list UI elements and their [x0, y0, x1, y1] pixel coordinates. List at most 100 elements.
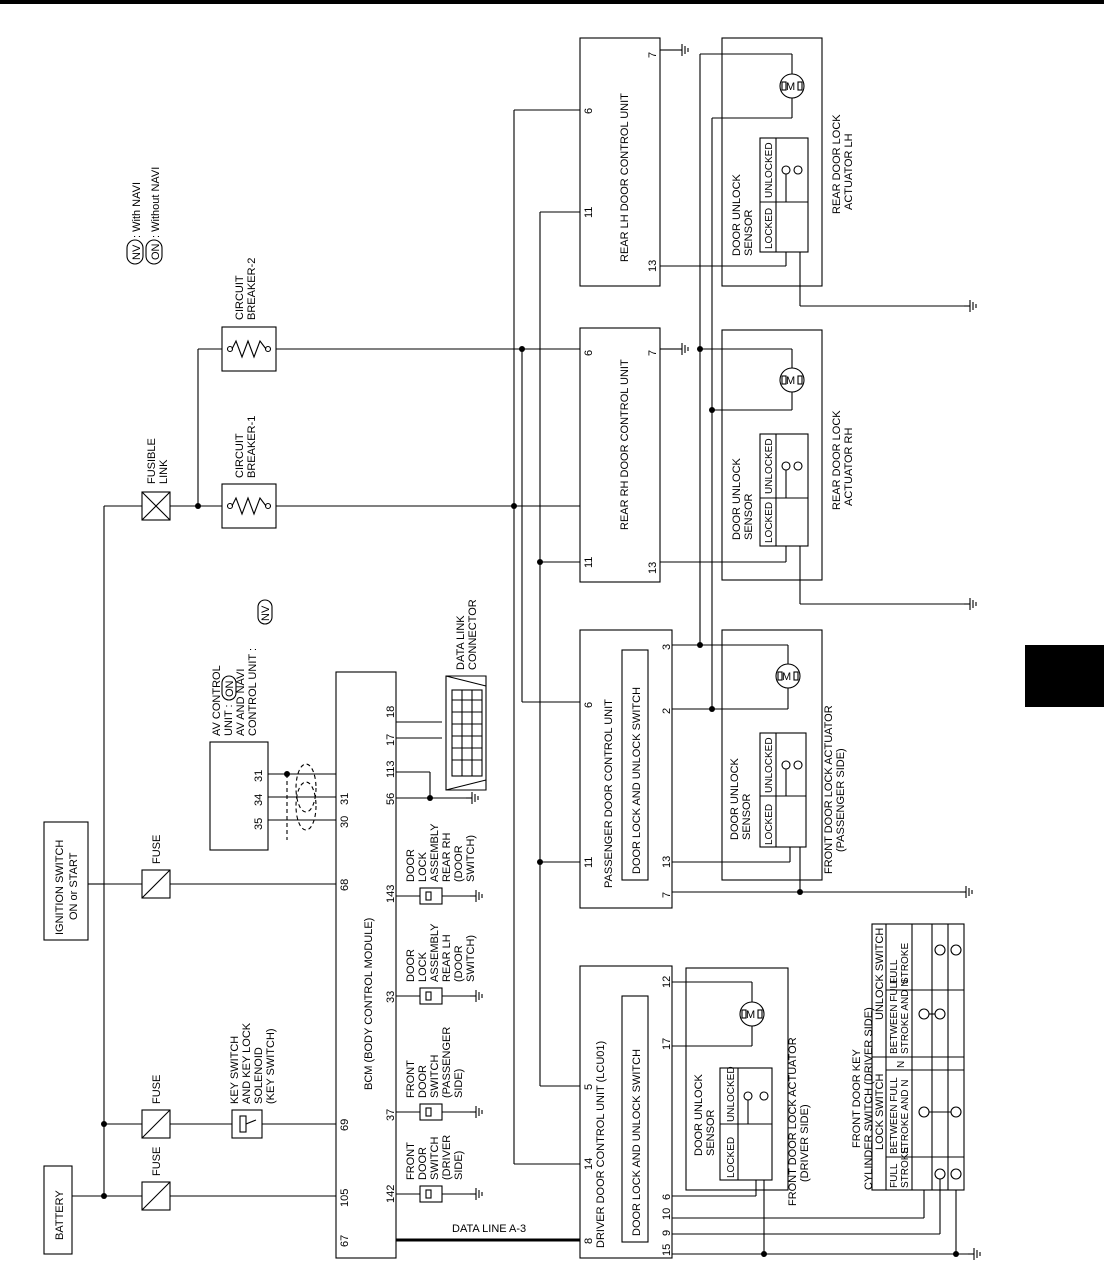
svg-text:11: 11	[583, 557, 595, 568]
svg-text:ACTUATOR RH: ACTUATOR RH	[843, 428, 855, 506]
svg-text:DOOR UNLOCK: DOOR UNLOCK	[731, 457, 743, 540]
svg-text:(DOOR: (DOOR	[453, 845, 465, 882]
cb1-label-1: CIRCUIT	[234, 433, 246, 478]
passenger-unit-subtitle: DOOR LOCK AND UNLOCK SWITCH	[631, 687, 643, 874]
bcm-pin-31: 31	[339, 793, 351, 805]
svg-text:STROKE AND N: STROKE AND N	[900, 980, 911, 1054]
av-pin-35: 35	[253, 818, 265, 830]
front-door-switch-driver: FRONT DOOR SWITCH (DRIVER SIDE)	[396, 1135, 483, 1203]
rear-lh-unit-title: REAR LH DOOR CONTROL UNIT	[619, 93, 631, 262]
svg-text:KEY SWITCH: KEY SWITCH	[229, 1036, 241, 1104]
svg-text:BETWEEN FULL: BETWEEN FULL	[889, 1077, 900, 1154]
svg-text:UNLOCKED: UNLOCKED	[764, 142, 775, 198]
svg-text:(DRIVER SIDE): (DRIVER SIDE)	[799, 1104, 811, 1182]
svg-text:LOCK: LOCK	[417, 951, 429, 982]
svg-text:14: 14	[583, 1158, 595, 1170]
svg-text:SWITCH: SWITCH	[429, 1055, 441, 1098]
svg-text:SIDE): SIDE)	[453, 1069, 465, 1098]
fuse-2-label: FUSE	[151, 1075, 163, 1104]
rear-rh-motor: M	[779, 367, 805, 393]
bcm-pin-67: 67	[339, 1235, 351, 1247]
svg-text:FRONT DOOR LOCK ACTUATOR: FRONT DOOR LOCK ACTUATOR	[823, 705, 835, 874]
svg-text:(DRIVER: (DRIVER	[441, 1135, 453, 1180]
svg-text:AV AND NAVI: AV AND NAVI	[235, 669, 247, 736]
door-lock-assembly-rear-rh: DOOR LOCK ASSEMBLY REAR RH (DOOR SWITCH)	[396, 823, 483, 905]
driver-unit-switch-box	[621, 995, 649, 1243]
svg-text:STROKE AND N: STROKE AND N	[900, 1080, 911, 1154]
svg-text:ASSEMBLY: ASSEMBLY	[429, 923, 441, 982]
svg-text:FRONT: FRONT	[405, 1060, 417, 1098]
svg-text:LOCKED: LOCKED	[764, 804, 775, 845]
svg-text:UNLOCK SWITCH: UNLOCK SWITCH	[874, 928, 886, 1020]
svg-text:SENSOR: SENSOR	[705, 1109, 717, 1156]
svg-text:LOCKED: LOCKED	[726, 1137, 737, 1178]
svg-text:DOOR UNLOCK: DOOR UNLOCK	[729, 757, 741, 840]
rear-lh-motor: M	[779, 73, 805, 99]
svg-text:REAR LH: REAR LH	[441, 934, 453, 982]
battery-box	[43, 1165, 73, 1255]
front-passenger-actuator-label: FRONT DOOR LOCK ACTUATOR (PASSENGER SIDE…	[823, 705, 847, 874]
svg-text:STROKE: STROKE	[900, 1147, 911, 1188]
ignition-label-1: IGNITION SWITCH	[54, 840, 66, 935]
legend-on-tag: ON	[150, 243, 162, 260]
svg-text:13: 13	[647, 562, 659, 574]
legend-nv-tag: NV	[131, 244, 143, 260]
legend-nv-text: : With NAVI	[131, 182, 143, 238]
header-rule	[0, 0, 1104, 4]
svg-text:DOOR: DOOR	[405, 849, 417, 882]
rear-rh-door-control-unit	[579, 327, 661, 583]
svg-text:SWITCH): SWITCH)	[465, 935, 477, 982]
legend-on-text: : Without NAVI	[150, 167, 162, 238]
svg-text:UNLOCKED: UNLOCKED	[764, 737, 775, 793]
svg-text:BETWEEN FULL: BETWEEN FULL	[889, 977, 900, 1054]
svg-text:11: 11	[583, 207, 595, 218]
section-tab	[1025, 645, 1104, 707]
svg-text:LOCKED: LOCKED	[764, 208, 775, 249]
svg-text:SWITCH: SWITCH	[429, 1137, 441, 1180]
svg-text:REAR RH: REAR RH	[441, 832, 453, 882]
svg-text:N: N	[896, 1061, 907, 1068]
bcm-pin-105: 105	[339, 1189, 351, 1207]
av-control-label: AV CONTROL UNIT : ON AV AND NAVI CONTROL…	[211, 599, 273, 736]
data-link-label-2: CONNECTOR	[467, 599, 479, 670]
svg-text:2: 2	[661, 708, 673, 714]
svg-text:UNLOCKED: UNLOCKED	[764, 438, 775, 494]
svg-text:15: 15	[661, 1244, 673, 1256]
bcm-pin-30: 30	[339, 816, 351, 828]
svg-text:6: 6	[583, 702, 595, 708]
front-driver-motor: M	[739, 1001, 765, 1027]
svg-text:UNIT :: UNIT :	[223, 704, 235, 736]
key-cylinder-title-2: CYLINDER SWITCH (DRIVER SIDE)	[863, 1007, 875, 1190]
svg-text:STROKE: STROKE	[900, 943, 911, 984]
svg-text:11: 11	[583, 857, 595, 868]
svg-text:CONTROL UNIT :: CONTROL UNIT :	[247, 648, 259, 736]
bcm-pin-68: 68	[339, 879, 351, 891]
svg-text:SOLENOID: SOLENOID	[253, 1047, 265, 1104]
bcm-pin-56: 56	[385, 793, 397, 805]
bcm-pin-17: 17	[385, 734, 397, 746]
svg-text:ON: ON	[224, 680, 236, 697]
svg-text:12: 12	[661, 976, 673, 988]
fusible-link-label-2: LINK	[158, 459, 170, 484]
rear-lh-door-control-unit	[579, 37, 661, 287]
svg-text:5: 5	[583, 1084, 595, 1090]
fusible-link-label-1: FUSIBLE	[146, 438, 158, 484]
driver-unit-title: DRIVER DOOR CONTROL UNIT (LCU01)	[595, 1041, 607, 1248]
battery-label: BATTERY	[54, 1190, 66, 1240]
key-cylinder-switch-table: LOCK SWITCH UNLOCK SWITCH FULL STROKE BE…	[871, 923, 965, 1191]
svg-text:SIDE): SIDE)	[453, 1151, 465, 1180]
svg-text:(DOOR: (DOOR	[453, 945, 465, 982]
svg-text:SWITCH): SWITCH)	[465, 835, 477, 882]
cb1-label-2: BREAKER-1	[246, 416, 258, 478]
front-passenger-motor: M	[775, 663, 801, 689]
data-link-connector: DATA LINK CONNECTOR	[445, 599, 487, 791]
key-switch-label: KEY SWITCH AND KEY LOCK SOLENOID (KEY SW…	[229, 1022, 277, 1104]
svg-text:M: M	[746, 1009, 755, 1021]
rear-lh-sensor: DOOR UNLOCK SENSOR LOCKED UNLOCKED	[731, 137, 809, 256]
svg-text:AV CONTROL: AV CONTROL	[211, 665, 223, 736]
data-link-label-1: DATA LINK	[455, 615, 467, 670]
svg-text:(PASSENGER SIDE): (PASSENGER SIDE)	[835, 748, 847, 852]
svg-text:10: 10	[661, 1208, 673, 1220]
bcm-pin-143: 143	[385, 885, 397, 903]
